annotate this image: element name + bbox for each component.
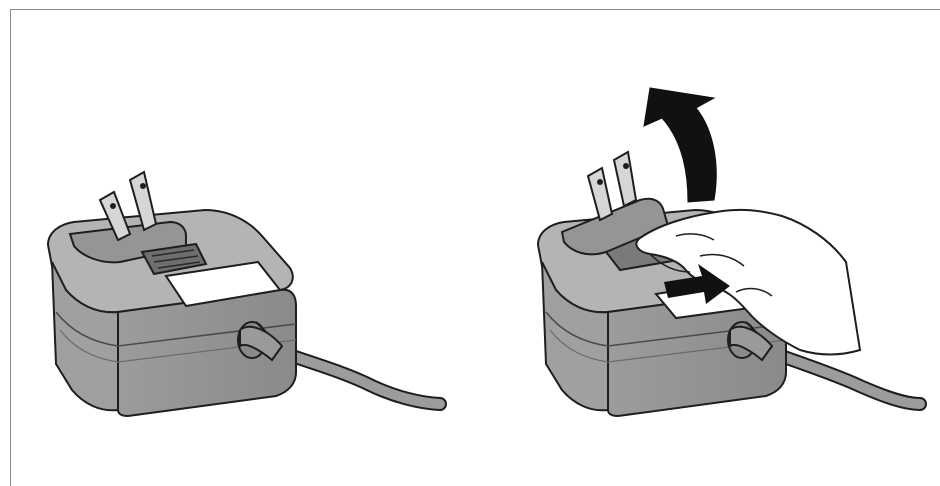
hand — [635, 208, 862, 356]
release-button-left — [140, 242, 208, 276]
strain-relief-left — [237, 321, 284, 362]
prongs-left — [98, 170, 158, 242]
up-arrow-icon — [643, 87, 717, 203]
strain-relief-right — [727, 321, 774, 362]
adapter-assembled — [46, 170, 447, 418]
plug-lifted — [560, 150, 670, 256]
adapter-label-left — [164, 260, 282, 308]
right-arrow-icon — [664, 264, 730, 304]
frame-border-left — [10, 9, 11, 486]
adapter-removing — [536, 87, 927, 418]
frame-border-top — [10, 9, 940, 10]
